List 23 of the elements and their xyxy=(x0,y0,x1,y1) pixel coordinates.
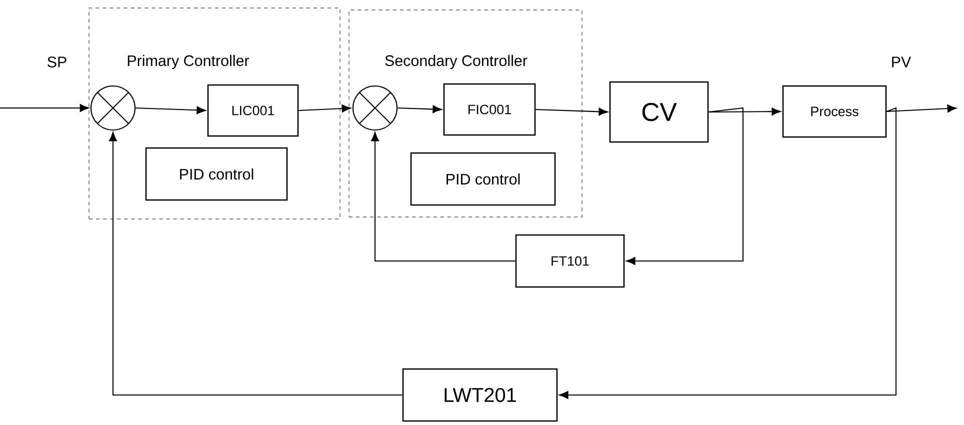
block: FIC001 xyxy=(443,83,536,136)
block: CV xyxy=(609,81,709,143)
block: PID control xyxy=(410,152,556,206)
arrow xyxy=(0,104,89,112)
edge-label: PV xyxy=(890,56,912,68)
block: LWT201 xyxy=(402,368,558,422)
arrow xyxy=(136,106,206,114)
edge-label: SP xyxy=(46,55,68,69)
arrow xyxy=(559,107,897,399)
block: Process xyxy=(782,85,887,138)
block: LIC001 xyxy=(207,84,299,137)
summing-junction xyxy=(90,85,136,131)
block: FT101 xyxy=(515,234,625,288)
arrow xyxy=(626,107,744,265)
arrow xyxy=(109,132,402,396)
arrow xyxy=(708,108,781,116)
arrow xyxy=(536,108,608,116)
arrow xyxy=(886,104,957,112)
block: PID control xyxy=(145,147,288,201)
arrow xyxy=(298,104,351,112)
summing-junction xyxy=(352,85,398,131)
arrow xyxy=(371,132,516,262)
arrow xyxy=(398,105,442,114)
